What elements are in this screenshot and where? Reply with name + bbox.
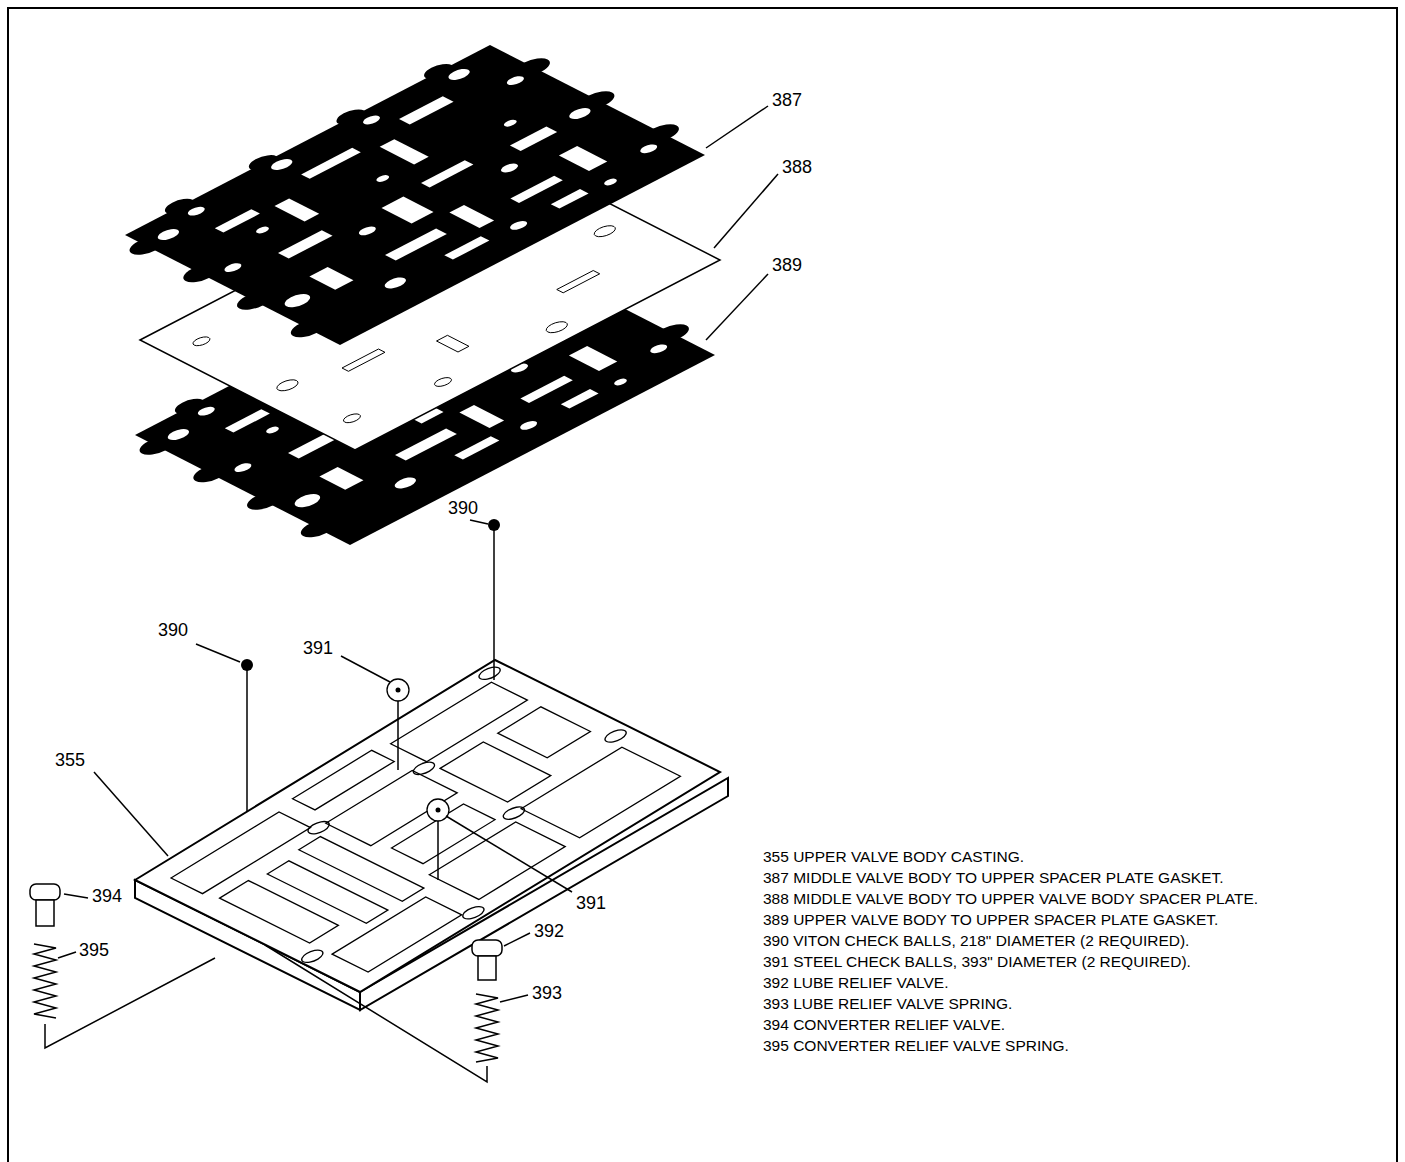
parts-list-item: 355 UPPER VALVE BODY CASTING. [763, 848, 1024, 867]
callout-number: 393 [532, 983, 562, 1005]
parts-list-item: 395 CONVERTER RELIEF VALVE SPRING. [763, 1037, 1069, 1056]
callout-number: 392 [534, 921, 564, 943]
callout-number: 391 [303, 638, 333, 660]
parts-list-item: 388 MIDDLE VALVE BODY TO UPPER VALVE BOD… [763, 890, 1258, 909]
callout-number: 389 [772, 255, 802, 277]
callout-number: 387 [772, 90, 802, 112]
callout-number: 395 [79, 940, 109, 962]
parts-list-item: 392 LUBE RELIEF VALVE. [763, 974, 949, 993]
parts-list-item: 391 STEEL CHECK BALLS, 393" DIAMETER (2 … [763, 953, 1191, 972]
parts-list-item: 390 VITON CHECK BALLS, 218" DIAMETER (2 … [763, 932, 1189, 951]
callout-number: 355 [55, 750, 85, 772]
parts-list-item: 393 LUBE RELIEF VALVE SPRING. [763, 995, 1012, 1014]
callout-number: 391 [576, 893, 606, 915]
parts-list-item: 387 MIDDLE VALVE BODY TO UPPER SPACER PL… [763, 869, 1224, 888]
callout-number: 390 [448, 498, 478, 520]
parts-list-item: 394 CONVERTER RELIEF VALVE. [763, 1016, 1005, 1035]
callout-number: 390 [158, 620, 188, 642]
callout-number: 394 [92, 886, 122, 908]
parts-list-item: 389 UPPER VALVE BODY TO UPPER SPACER PLA… [763, 911, 1218, 930]
callout-number: 388 [782, 157, 812, 179]
